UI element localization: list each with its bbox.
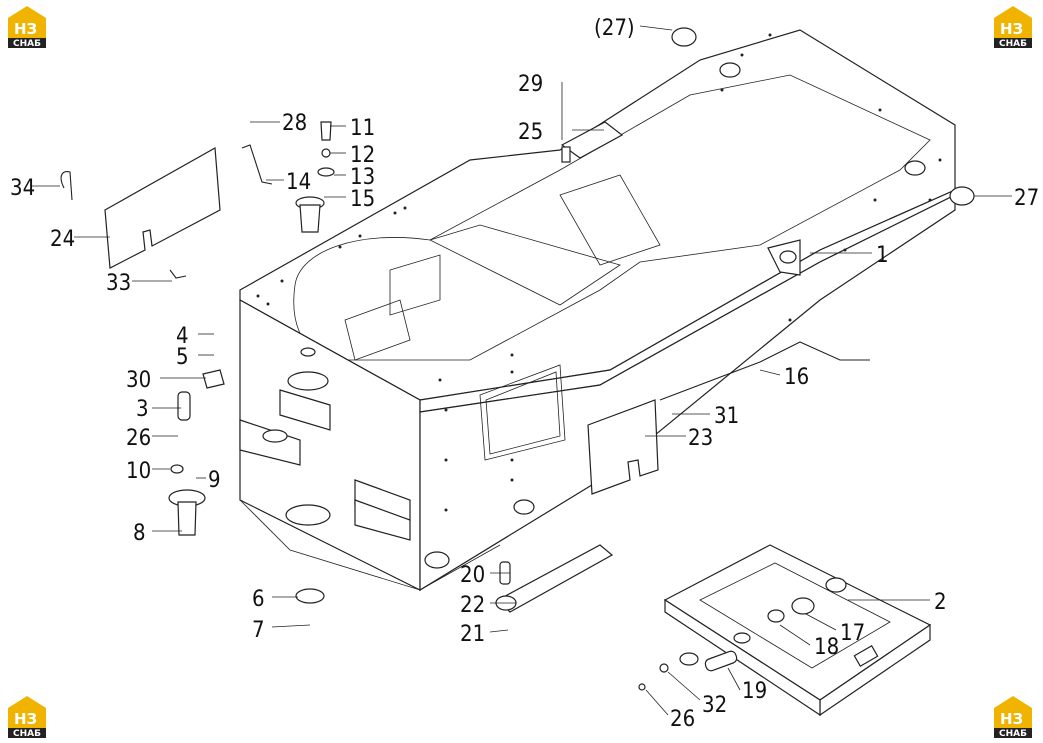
logo-mark-text: НЗ [14, 710, 37, 728]
rear-subframe [663, 544, 932, 717]
callout-26-left: 26 [126, 426, 151, 451]
callout-26-bottom: 26 [670, 707, 695, 732]
callout-5: 5 [176, 345, 189, 370]
logo-sub-text: СНАБ [13, 729, 41, 739]
callout-14: 14 [286, 170, 311, 195]
callout-20: 20 [460, 563, 485, 588]
logo-bottom-right: НЗ СНАБ [994, 696, 1032, 739]
leader-lines [32, 25, 1012, 716]
callout-18: 18 [814, 635, 839, 660]
logo-sub-text: СНАБ [999, 729, 1027, 739]
small-parts [60, 27, 975, 691]
logo-bottom-left: НЗ СНАБ [8, 696, 46, 739]
callout-25: 25 [518, 120, 543, 145]
logo-top-left: НЗ СНАБ [8, 6, 46, 49]
callout-7: 7 [252, 618, 265, 643]
callout-17: 17 [840, 621, 865, 646]
callout-15: 15 [350, 187, 375, 212]
logo-sub-text: СНАБ [13, 39, 41, 49]
callout-30: 30 [126, 368, 151, 393]
callout-23: 23 [688, 426, 713, 451]
callout-2: 2 [934, 590, 947, 615]
callout-16: 16 [784, 365, 809, 390]
callout-1: 1 [876, 243, 889, 268]
callout-22: 22 [460, 593, 485, 618]
callout-12: 12 [350, 143, 375, 168]
callout-21: 21 [460, 622, 485, 647]
callout-29: 29 [518, 72, 543, 97]
callout-11: 11 [350, 116, 375, 141]
callout-27-right: 27 [1014, 186, 1039, 211]
callout-13: 13 [350, 165, 375, 190]
cover-plate-23 [587, 399, 659, 495]
cover-plate-24 [104, 147, 221, 269]
callout-9: 9 [208, 468, 221, 493]
main-frame [239, 29, 956, 592]
callout-labels: 1 2 3 4 5 6 7 8 9 10 11 12 13 14 15 16 1… [10, 16, 1039, 732]
callout-4: 4 [176, 324, 189, 349]
callout-19: 19 [742, 679, 767, 704]
callout-31: 31 [714, 404, 739, 429]
logo-mark-text: НЗ [1000, 710, 1023, 728]
callout-27-top: (27) [594, 16, 635, 41]
callout-10: 10 [126, 459, 151, 484]
callout-8: 8 [133, 521, 146, 546]
callout-34: 34 [10, 176, 35, 201]
callout-33: 33 [106, 271, 131, 296]
logo-sub-text: СНАБ [999, 39, 1027, 49]
callout-24: 24 [50, 227, 75, 252]
callout-28: 28 [282, 111, 307, 136]
callout-32: 32 [702, 693, 727, 718]
logo-mark-text: НЗ [14, 20, 37, 38]
logo-top-right: НЗ СНАБ [994, 6, 1032, 49]
logo-mark-text: НЗ [1000, 20, 1023, 38]
callout-3: 3 [136, 397, 149, 422]
callout-6: 6 [252, 587, 265, 612]
